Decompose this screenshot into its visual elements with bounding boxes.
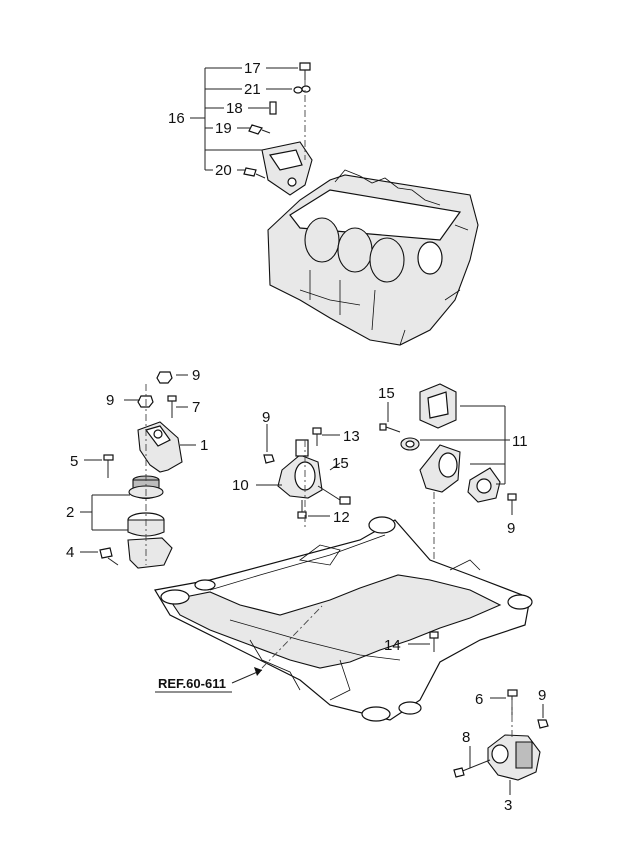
- callout-2: 2: [66, 504, 74, 521]
- engine-mount-bracket-16: [261, 141, 313, 196]
- leader-lines-center: [256, 424, 341, 517]
- callout-5: 5: [70, 453, 78, 470]
- callout-4: 4: [66, 544, 74, 561]
- leader-lines-16: [190, 67, 298, 171]
- callout-17: 17: [244, 60, 261, 77]
- callout-20: 20: [215, 162, 232, 179]
- callout-15-right: 15: [378, 385, 395, 402]
- callout-9-right: 9: [507, 520, 515, 537]
- leader-lines-right: [387, 402, 513, 515]
- center-engine-mount-parts: [263, 427, 351, 530]
- callout-16: 16: [168, 110, 185, 127]
- rear-engine-mount-parts: [453, 689, 549, 781]
- callout-11: 11: [512, 433, 528, 450]
- callout-9-center: 9: [262, 409, 270, 426]
- reference-label: REF.60-611: [158, 676, 226, 691]
- callout-9-bottom: 9: [538, 687, 546, 704]
- callout-12: 12: [333, 509, 350, 526]
- bolt-14: [408, 631, 439, 652]
- callout-10: 10: [232, 477, 249, 494]
- subframe-crossmember: [154, 516, 533, 722]
- ref-pointer: [231, 605, 323, 684]
- leader-lines-rear: [469, 697, 544, 795]
- callout-13: 13: [343, 428, 360, 445]
- right-engine-mount-parts: [379, 383, 517, 640]
- callout-18: 18: [226, 100, 243, 117]
- callout-9-top-left: 9: [106, 392, 114, 409]
- callout-21: 21: [244, 81, 261, 98]
- callout-9-top-right: 9: [192, 367, 200, 384]
- callout-19: 19: [215, 120, 232, 137]
- callout-8: 8: [462, 729, 470, 746]
- leader-lines-left: [80, 374, 196, 553]
- left-engine-mount-parts: [99, 371, 183, 569]
- callout-14: 14: [384, 637, 401, 654]
- engine-block-illustration: [267, 169, 479, 346]
- callout-7: 7: [192, 399, 200, 416]
- callout-1: 1: [200, 437, 208, 454]
- callout-15-center: 15: [332, 455, 349, 472]
- fastener-group-16: [243, 62, 311, 179]
- callout-6: 6: [475, 691, 483, 708]
- callout-3: 3: [504, 797, 512, 814]
